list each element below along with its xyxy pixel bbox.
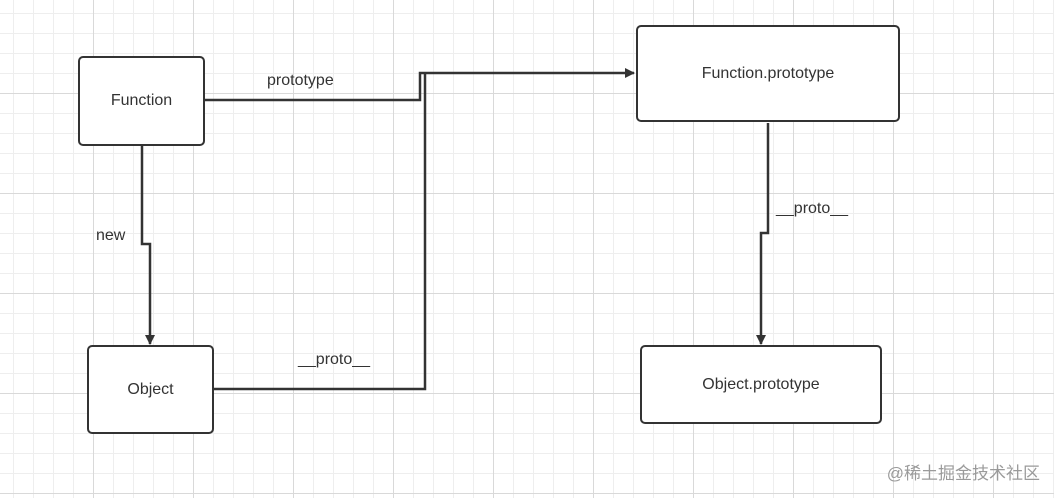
edge-label-prototype: prototype xyxy=(267,72,334,89)
node-object-prototype-label: Object.prototype xyxy=(702,375,820,393)
node-function-label: Function xyxy=(110,92,173,109)
edge-label-funcproto-proto: __proto__ xyxy=(776,200,849,217)
edge-function-to-function-prototype xyxy=(205,68,635,102)
edge-object-to-function-prototype xyxy=(214,73,427,391)
node-function-prototype-label: Function.prototype xyxy=(701,64,835,82)
node-object-label: Object xyxy=(127,380,174,398)
edge-function-prototype-to-object-prototype xyxy=(756,123,770,345)
node-object[interactable]: Object xyxy=(87,345,214,434)
watermark-text: @稀土掘金技术社区 xyxy=(886,464,1040,483)
node-object-prototype[interactable]: Object.prototype xyxy=(640,345,882,424)
edge-label-object-proto: __proto__ xyxy=(298,351,371,368)
edge-function-to-object xyxy=(140,146,155,345)
node-function[interactable]: Function xyxy=(78,56,205,146)
node-function-prototype[interactable]: Function.prototype xyxy=(636,25,900,122)
edge-label-new: new xyxy=(96,227,126,244)
